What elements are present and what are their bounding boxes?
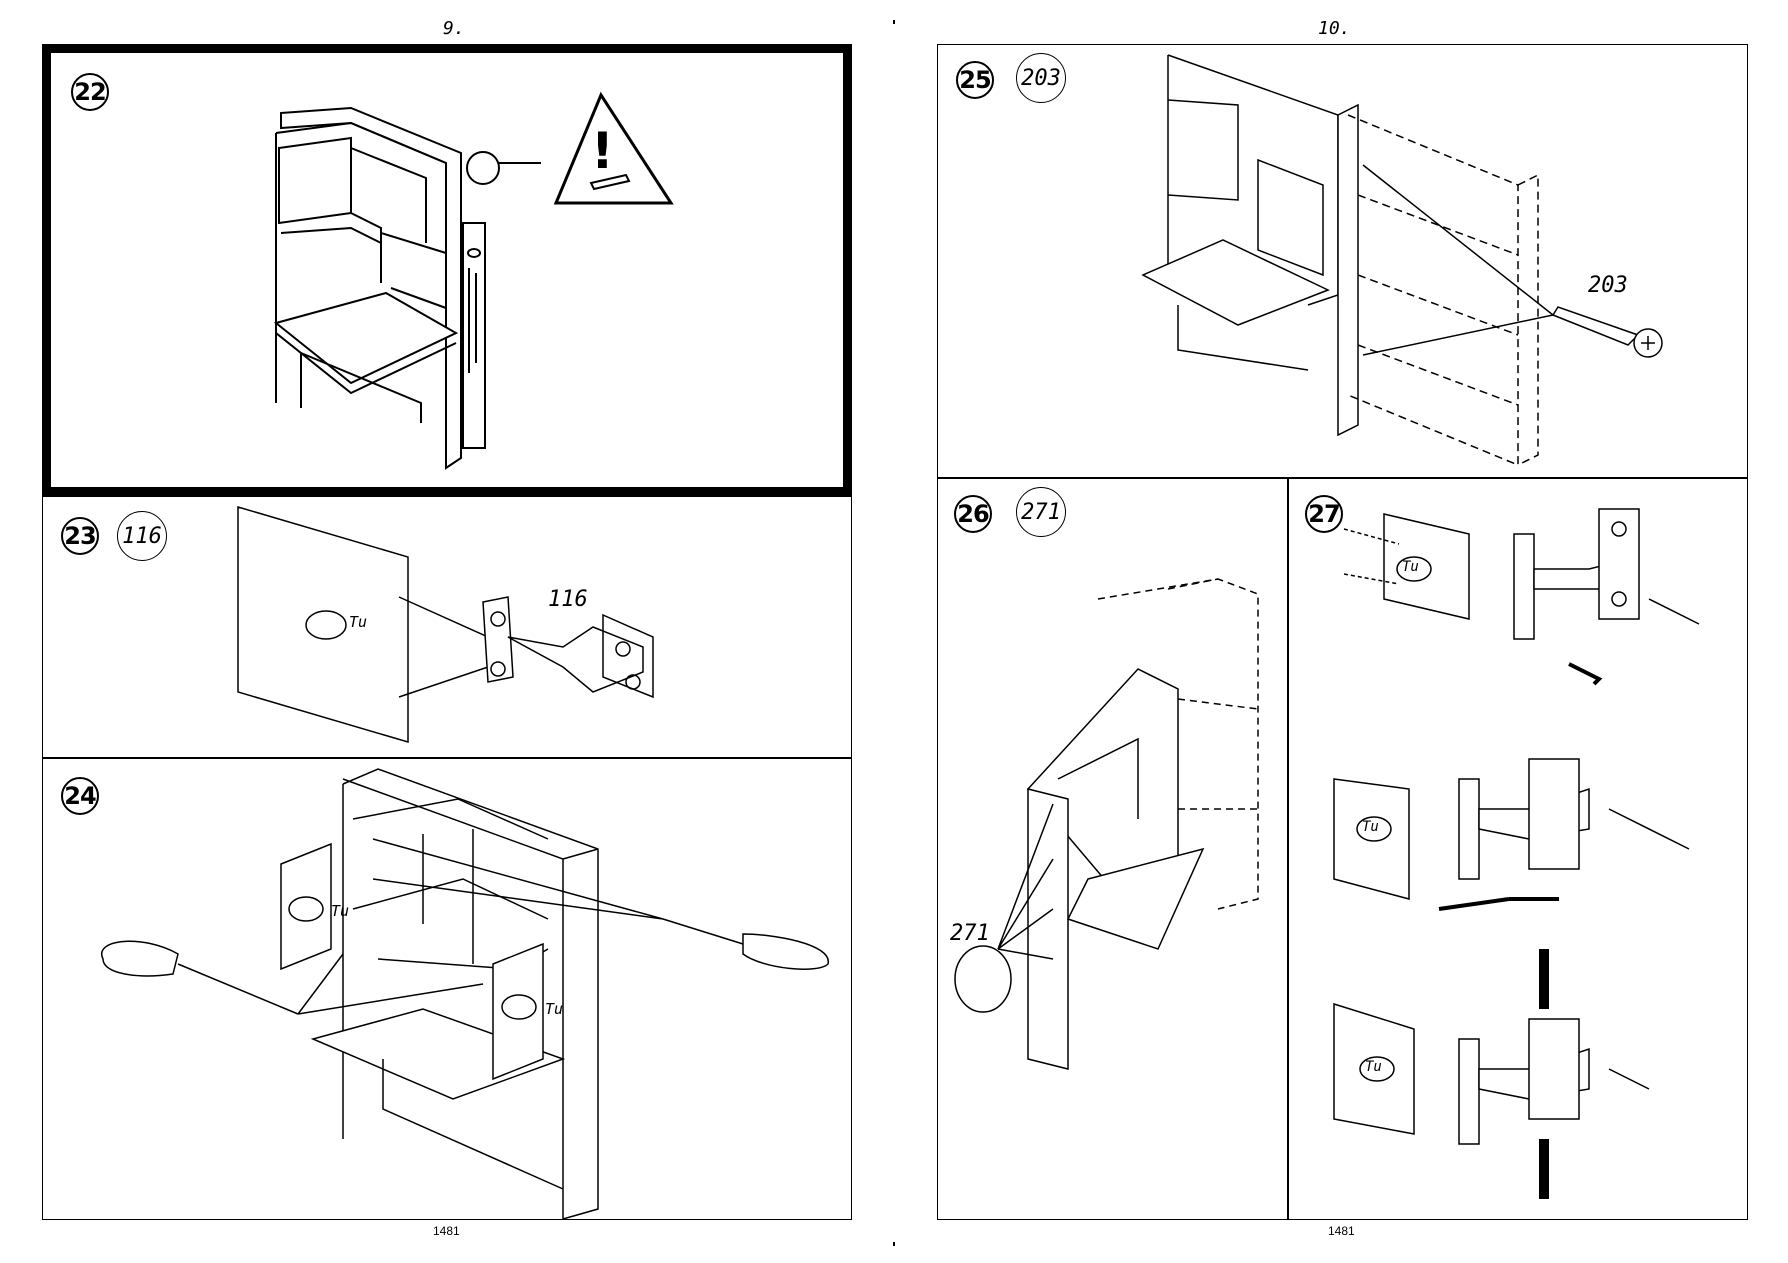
step-23-illustration — [237, 505, 654, 744]
svg-text:!: ! — [591, 122, 614, 180]
step-26-illustration — [954, 578, 1259, 1070]
step-24-panel: 24 Tu Tu — [42, 758, 852, 1220]
step-26-part-circle: 271 — [1016, 487, 1066, 537]
step-26-part-label: 271 — [950, 921, 990, 946]
step-27-door-label-2: Tu — [1362, 819, 1379, 835]
step-27-illustration — [1333, 508, 1700, 1199]
step-25-screw-label: 203 — [1588, 273, 1628, 298]
step-23-number: 23 — [61, 517, 99, 555]
page-number-left: 9. — [443, 18, 465, 39]
center-mark-top — [893, 20, 895, 24]
step-27-door-label-1: Tu — [1402, 559, 1419, 575]
step-22-number: 22 — [71, 73, 109, 111]
step-27-panel: 27 — [1288, 478, 1748, 1220]
step-26-number: 26 — [954, 495, 992, 533]
step-25-illustration — [1141, 54, 1663, 467]
step-23-panel: 23 116 116 Tu — [42, 496, 852, 758]
step-23-part-circle: 116 — [117, 511, 167, 561]
left-page-footer: 1481 — [433, 1224, 460, 1238]
right-page-footer: 1481 — [1328, 1224, 1355, 1238]
step-23-door-label: Tu — [349, 613, 368, 631]
step-24-door-label-1: Tu — [331, 902, 350, 920]
step-22-panel: 22 ! — [42, 44, 852, 496]
step-22-illustration: ! — [273, 91, 674, 470]
step-25-number: 25 — [956, 61, 994, 99]
step-25-panel: 25 203 203 — [937, 44, 1748, 478]
step-24-number: 24 — [61, 777, 99, 815]
step-27-door-label-3: Tu — [1365, 1059, 1382, 1075]
step-23-hinge-label: 116 — [548, 587, 588, 612]
step-24-door-label-2: Tu — [545, 1000, 564, 1018]
step-27-number: 27 — [1305, 495, 1343, 533]
step-25-part-circle: 203 — [1016, 53, 1066, 103]
center-mark-bottom — [893, 1242, 895, 1246]
step-26-panel: 26 271 271 — [937, 478, 1288, 1220]
page-number-right: 10. — [1318, 18, 1351, 39]
step-24-illustration — [100, 768, 829, 1220]
